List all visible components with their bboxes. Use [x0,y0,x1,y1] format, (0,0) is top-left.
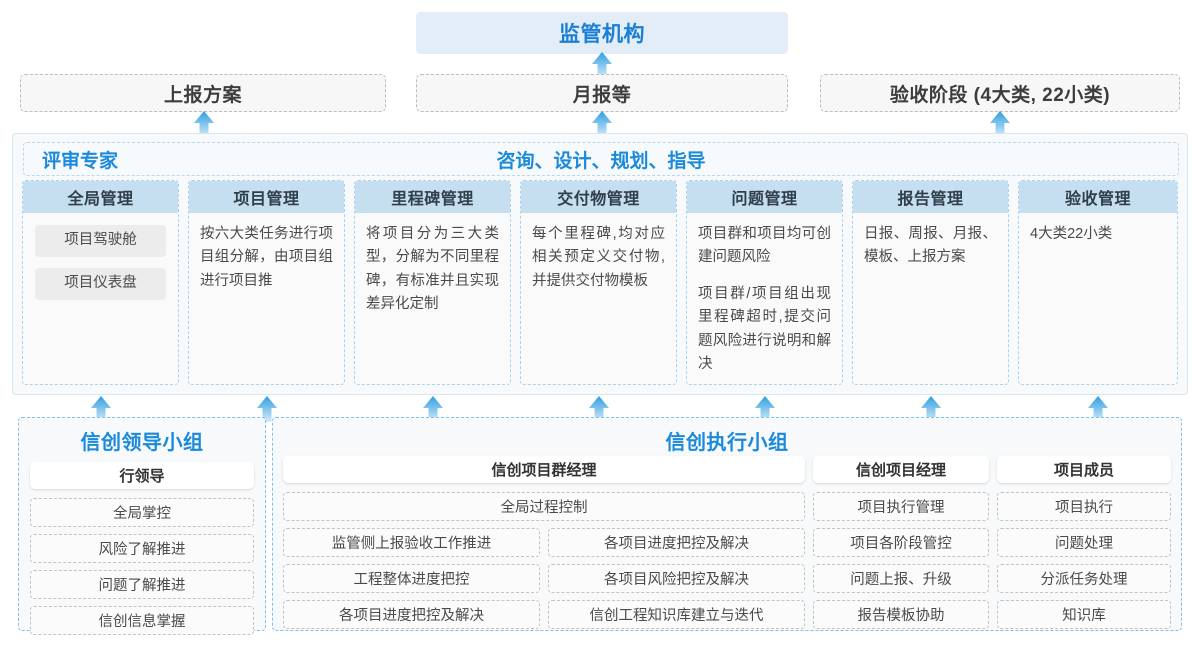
capability-column-2[interactable]: 里程碑管理 将项目分为三大类型，分解为不同里程碑，有标准并且实现差异化定制 [354,180,511,385]
column-title: 问题管理 [687,181,842,213]
submission-label: 上报方案 [163,84,242,106]
column-pill[interactable]: 项目驾驶舱 [35,225,166,257]
column-paragraph: 项目群/项目组出现里程碑超时,提交问题风险进行说明和解决 [698,285,831,373]
column-title: 项目管理 [189,181,344,213]
review-expert-label: 评审专家 [42,150,119,172]
capability-column-6[interactable]: 验收管理 4大类22小类 [1018,180,1178,385]
task-item[interactable]: 报告模板协助 [813,600,989,629]
up-arrow-icon [90,396,112,422]
submission-label: 月报等 [572,84,632,106]
leadership-group-title: 信创领导小组 [80,432,204,454]
column-body: 每个里程碑,均对应相关预定义交付物,并提供交付物模板 [521,213,676,301]
submission-box-2[interactable]: 验收阶段 (4大类, 22小类) [820,74,1180,112]
capability-column-0[interactable]: 全局管理 项目驾驶舱 项目仪表盘 [22,180,179,385]
up-arrow-icon [920,396,942,422]
up-arrow-icon [989,111,1011,137]
column-paragraph: 按六大类任务进行项目组分解，由项目组进行项目推 [200,226,333,289]
program-manager-block: 信创项目群经理 全局过程控制 监管侧上报验收工作推进 工程整体进度把控 各项目进… [283,456,805,629]
column-paragraph: 项目群和项目均可创建问题风险 [698,226,831,266]
role-header[interactable]: 行领导 [30,462,254,489]
task-item[interactable]: 工程整体进度把控 [283,564,540,593]
capability-column-1[interactable]: 项目管理 按六大类任务进行项目组分解，由项目组进行项目推 [188,180,345,385]
task-item[interactable]: 问题了解推进 [30,570,254,599]
column-paragraph: 日报、周报、月报、模板、上报方案 [864,226,997,266]
task-item[interactable]: 信创信息掌握 [30,606,254,635]
task-item[interactable]: 各项目进度把控及解决 [548,528,805,557]
role-header[interactable]: 信创项目群经理 [283,456,805,483]
task-item[interactable]: 项目各阶段管控 [813,528,989,557]
up-arrow-icon [754,396,776,422]
column-title: 里程碑管理 [355,181,510,213]
role-header[interactable]: 信创项目经理 [813,456,989,483]
task-item[interactable]: 各项目进度把控及解决 [283,600,540,629]
consulting-label: 咨询、设计、规划、指导 [496,150,706,172]
column-title: 报告管理 [853,181,1008,213]
column-body: 项目群和项目均可创建问题风险 项目群/项目组出现里程碑超时,提交问题风险进行说明… [687,213,842,384]
regulator-box: 监管机构 [416,12,788,54]
up-arrow-icon [193,111,215,137]
platform-band-header: 评审专家 咨询、设计、规划、指导 [23,142,1179,176]
role-header[interactable]: 项目成员 [997,456,1171,483]
execution-group: 信创执行小组 [272,417,1182,631]
task-item[interactable]: 问题上报、升级 [813,564,989,593]
project-manager-block: 信创项目经理 项目执行管理 项目各阶段管控 问题上报、升级 报告模板协助 [813,456,989,629]
up-arrow-icon [591,52,613,78]
up-arrow-icon [588,396,610,422]
task-item[interactable]: 项目执行管理 [813,492,989,521]
task-item[interactable]: 全局过程控制 [283,492,805,521]
task-item[interactable]: 风险了解推进 [30,534,254,563]
column-paragraph: 每个里程碑,均对应相关预定义交付物,并提供交付物模板 [532,226,665,289]
task-item[interactable]: 知识库 [997,600,1171,629]
column-body: 按六大类任务进行项目组分解，由项目组进行项目推 [189,213,344,301]
column-body: 日报、周报、月报、模板、上报方案 [853,213,1008,278]
column-body: 项目驾驶舱 项目仪表盘 [23,213,178,300]
project-member-block: 项目成员 项目执行 问题处理 分派任务处理 知识库 [997,456,1171,629]
task-item[interactable]: 问题处理 [997,528,1171,557]
column-body: 将项目分为三大类型，分解为不同里程碑，有标准并且实现差异化定制 [355,213,510,325]
capability-column-4[interactable]: 问题管理 项目群和项目均可创建问题风险 项目群/项目组出现里程碑超时,提交问题风… [686,180,843,385]
up-arrow-icon [1087,396,1109,422]
submission-box-1[interactable]: 月报等 [416,74,788,112]
column-title: 全局管理 [23,181,178,213]
task-item[interactable]: 监管侧上报验收工作推进 [283,528,540,557]
capability-column-3[interactable]: 交付物管理 每个里程碑,均对应相关预定义交付物,并提供交付物模板 [520,180,677,385]
up-arrow-icon [422,396,444,422]
task-item[interactable]: 信创工程知识库建立与迭代 [548,600,805,629]
submission-box-0[interactable]: 上报方案 [20,74,386,112]
column-body: 4大类22小类 [1019,213,1177,254]
column-pill[interactable]: 项目仪表盘 [35,268,166,300]
column-paragraph: 将项目分为三大类型，分解为不同里程碑，有标准并且实现差异化定制 [366,226,499,313]
task-item[interactable]: 分派任务处理 [997,564,1171,593]
up-arrow-icon [256,396,278,422]
column-title: 验收管理 [1019,181,1177,213]
column-title: 交付物管理 [521,181,676,213]
task-item[interactable]: 各项目风险把控及解决 [548,564,805,593]
capability-column-5[interactable]: 报告管理 日报、周报、月报、模板、上报方案 [852,180,1009,385]
task-item[interactable]: 全局掌控 [30,498,254,527]
submission-label: 验收阶段 (4大类, 22小类) [889,84,1111,106]
up-arrow-icon [591,111,613,137]
column-paragraph: 4大类22小类 [1030,226,1113,242]
regulator-label: 监管机构 [559,23,645,46]
task-item[interactable]: 项目执行 [997,492,1171,521]
execution-group-title: 信创执行小组 [665,432,789,454]
leadership-group: 信创领导小组 行领导 全局掌控 风险了解推进 问题了解推进 信创信息掌握 [18,417,266,635]
